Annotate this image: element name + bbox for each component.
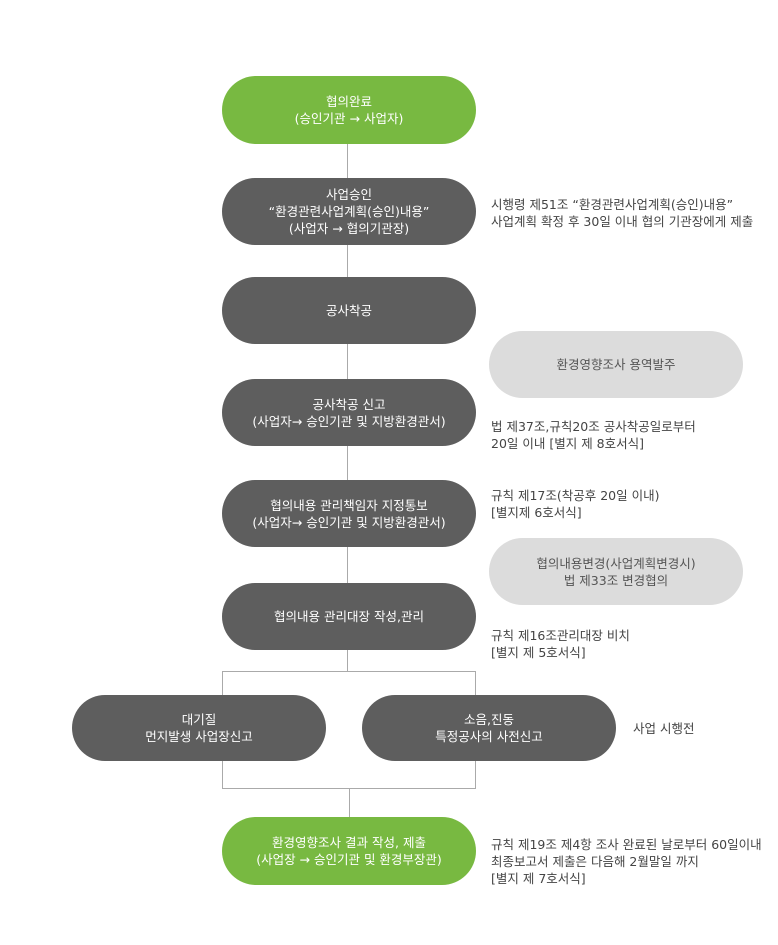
node-text: 먼지발생 사업장신고 — [145, 729, 253, 744]
note-text: 사업계획 확정 후 30일 이내 협의 기관장에게 제출 — [491, 214, 754, 229]
connector-branch-left-top — [222, 671, 223, 695]
node-noise-report: 소음,진동 특정공사의 사전신고 — [362, 695, 616, 761]
node-text: 법 제33조 변경협의 — [563, 572, 669, 588]
note-text: [별지제 6호서식] — [491, 505, 582, 520]
connector-report-manager — [347, 446, 348, 480]
connector-ledger-branch — [347, 650, 348, 672]
connector-branch-right-top — [475, 671, 476, 695]
connector-branch-top — [222, 671, 476, 672]
node-text: 특정공사의 사전신고 — [435, 729, 543, 744]
node-text: 환경영향조사 용역발주 — [556, 357, 676, 372]
note-text: 20일 이내 [별지 제 8호서식] — [491, 436, 645, 451]
connector-branch-result — [349, 788, 350, 817]
node-consultation-complete: 협의완료 (승인기관 → 사업자) — [222, 76, 476, 144]
note-text: 사업 시행전 — [633, 721, 695, 736]
node-management-ledger: 협의내용 관리대장 작성,관리 — [222, 583, 476, 650]
node-text: (사업자 → 협의기관장) — [288, 221, 410, 236]
node-dust-report: 대기질 먼지발생 사업장신고 — [72, 695, 326, 761]
node-text: 소음,진동 — [464, 712, 514, 727]
connector-branch-right-bottom — [475, 761, 476, 789]
node-business-approval: 사업승인 “환경관련사업계획(승인)내용” (사업자 → 협의기관장) — [222, 178, 476, 245]
node-text: 사업승인 — [325, 187, 372, 202]
node-survey-result: 환경영향조사 결과 작성, 제출 (사업장 → 승인기관 및 환경부장관) — [222, 817, 476, 885]
node-construction-report: 공사착공 신고 (사업자→ 승인기관 및 지방환경관서) — [222, 379, 476, 446]
node-text: (사업장 → 승인기관 및 환경부장관) — [256, 852, 442, 867]
node-consultation-change: 협의내용변경(사업계획변경시) 법 제33조 변경협의 — [489, 538, 743, 605]
note-result: 규칙 제19조 제4항 조사 완료된 날로부터 60일이내 최종보고서 제출은 … — [491, 836, 762, 887]
note-text: 규칙 제17조(착공후 20일 이내) — [491, 488, 660, 503]
note-text: 시행령 제51조 “환경관련사업계획(승인)내용” — [491, 197, 734, 212]
node-text: 협의완료 — [325, 94, 372, 109]
note-approval: 시행령 제51조 “환경관련사업계획(승인)내용” 사업계획 확정 후 30일 … — [491, 196, 753, 230]
node-text: (사업자→ 승인기관 및 지방환경관서) — [252, 413, 446, 429]
connector-branch-left-bottom — [222, 761, 223, 789]
note-text: 법 제37조,규칙20조 공사착공일로부터 — [491, 419, 696, 434]
note-text: [별지 제 5호서식] — [491, 645, 586, 660]
node-text: 환경영향조사 결과 작성, 제출 — [272, 835, 426, 850]
note-ledger: 규칙 제16조관리대장 비치 [별지 제 5호서식] — [491, 627, 630, 661]
connector-manager-ledger — [347, 547, 348, 583]
node-text: 협의내용 관리책임자 지정통보 — [270, 497, 428, 513]
note-text: 최종보고서 제출은 다음해 2월말일 까지 — [491, 854, 699, 869]
note-report: 법 제37조,규칙20조 공사착공일로부터 20일 이내 [별지 제 8호서식] — [491, 418, 696, 452]
note-text: 규칙 제16조관리대장 비치 — [491, 628, 630, 643]
connector-start-report — [347, 344, 348, 379]
note-before-implementation: 사업 시행전 — [633, 720, 694, 737]
node-text: “환경관련사업계획(승인)내용” — [268, 204, 430, 219]
connector-approval-start — [347, 245, 348, 277]
note-text: 규칙 제19조 제4항 조사 완료된 날로부터 60일이내 — [491, 837, 762, 852]
node-text: (승인기관 → 사업자) — [294, 111, 404, 126]
note-manager: 규칙 제17조(착공후 20일 이내) [별지제 6호서식] — [491, 487, 660, 521]
node-text: 공사착공 — [325, 303, 372, 318]
node-survey-order: 환경영향조사 용역발주 — [489, 331, 743, 398]
node-text: 협의내용변경(사업계획변경시) — [536, 555, 696, 571]
node-text: 협의내용 관리대장 작성,관리 — [274, 609, 424, 624]
node-text: 대기질 — [181, 712, 217, 727]
node-text: 공사착공 신고 — [312, 396, 386, 412]
node-construction-start: 공사착공 — [222, 277, 476, 344]
node-manager-notice: 협의내용 관리책임자 지정통보 (사업자→ 승인기관 및 지방환경관서) — [222, 480, 476, 547]
node-text: (사업자→ 승인기관 및 지방환경관서) — [252, 514, 446, 530]
note-text: [별지 제 7호서식] — [491, 871, 586, 886]
connector-complete-approval — [347, 144, 348, 178]
